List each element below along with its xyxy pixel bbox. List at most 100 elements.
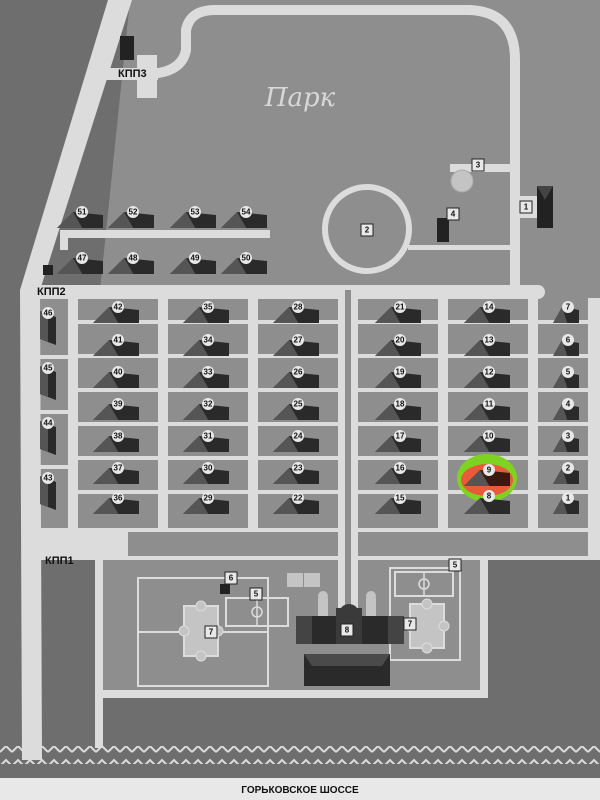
plot-47[interactable]: 47 — [57, 252, 103, 274]
plot-2[interactable]: 2 — [553, 462, 579, 484]
facility-number: 7 — [209, 628, 214, 637]
plot-7[interactable]: 7 — [553, 301, 579, 323]
plot-36[interactable]: 36 — [93, 492, 139, 514]
plot-42[interactable]: 42 — [93, 301, 139, 323]
plot-44[interactable]: 44 — [40, 417, 56, 455]
plot-14[interactable]: 14 — [464, 301, 510, 323]
plot-30[interactable]: 30 — [183, 462, 229, 484]
plot-33[interactable]: 33 — [183, 366, 229, 388]
plot-number: 17 — [396, 432, 405, 441]
plot-number: 29 — [204, 494, 213, 503]
plot-number: 33 — [204, 368, 213, 377]
kpp3-booth — [120, 36, 134, 60]
plot-number: 42 — [114, 303, 123, 312]
plot-37[interactable]: 37 — [93, 462, 139, 484]
plot-number: 47 — [78, 254, 87, 263]
kpp3-gate-area — [137, 55, 157, 98]
plot-48[interactable]: 48 — [108, 252, 154, 274]
plot-number-badge — [189, 206, 201, 218]
plot-number: 30 — [204, 464, 213, 473]
plot-number: 22 — [294, 494, 303, 503]
plot-26[interactable]: 26 — [273, 366, 319, 388]
plot-8[interactable]: 8 — [464, 490, 510, 514]
plot-10[interactable]: 10 — [464, 430, 510, 452]
plot-32[interactable]: 32 — [183, 398, 229, 420]
plot-24[interactable]: 24 — [273, 430, 319, 452]
plot-number: 6 — [566, 336, 571, 345]
plot-17[interactable]: 17 — [375, 430, 421, 452]
plot-45[interactable]: 45 — [40, 362, 56, 400]
plot-15[interactable]: 15 — [375, 492, 421, 514]
plot-number-badge — [112, 462, 124, 474]
facility-6-label: 6 — [224, 571, 238, 585]
plot-number: 52 — [129, 208, 138, 217]
facility-4-building — [437, 218, 449, 242]
road-network — [20, 0, 600, 760]
facility-1-label: 1 — [519, 200, 533, 214]
plot-4[interactable]: 4 — [553, 398, 579, 420]
plot-50[interactable]: 50 — [221, 252, 267, 274]
plot-number-badge — [292, 492, 304, 504]
plot-3[interactable]: 3 — [553, 430, 579, 452]
plot-49[interactable]: 49 — [170, 252, 216, 274]
plot-number: 54 — [242, 208, 251, 217]
plot-number-badge — [112, 301, 124, 313]
plot-25[interactable]: 25 — [273, 398, 319, 420]
plot-number-badge — [112, 366, 124, 378]
plot-22[interactable]: 22 — [273, 492, 319, 514]
plot-number-badge — [202, 430, 214, 442]
plot-18[interactable]: 18 — [375, 398, 421, 420]
plot-35[interactable]: 35 — [183, 301, 229, 323]
plot-16[interactable]: 16 — [375, 462, 421, 484]
plot-number: 13 — [485, 336, 494, 345]
plot-number: 25 — [294, 400, 303, 409]
plot-number: 51 — [78, 208, 87, 217]
plot-39[interactable]: 39 — [93, 398, 139, 420]
plot-number-badge — [562, 462, 574, 474]
plot-13[interactable]: 13 — [464, 334, 510, 356]
plot-52[interactable]: 52 — [108, 206, 154, 228]
plot-11[interactable]: 11 — [464, 398, 510, 420]
plot-19[interactable]: 19 — [375, 366, 421, 388]
plot-29[interactable]: 29 — [183, 492, 229, 514]
plot-9[interactable]: 9 — [464, 464, 510, 486]
plot-number-badge — [127, 206, 139, 218]
plot-38[interactable]: 38 — [93, 430, 139, 452]
plot-12[interactable]: 12 — [464, 366, 510, 388]
facility-8-label: 8 — [340, 623, 354, 637]
plot-27[interactable]: 27 — [273, 334, 319, 356]
plot-1[interactable]: 1 — [553, 492, 579, 514]
plot-number: 1 — [566, 494, 571, 503]
plot-number: 43 — [44, 474, 53, 483]
plot-41[interactable]: 41 — [93, 334, 139, 356]
plot-23[interactable]: 23 — [273, 462, 319, 484]
plot-43[interactable]: 43 — [40, 472, 56, 510]
plot-40[interactable]: 40 — [93, 366, 139, 388]
plot-28[interactable]: 28 — [273, 301, 319, 323]
plot-number: 10 — [485, 432, 494, 441]
plot-number-badge — [76, 252, 88, 264]
plot-20[interactable]: 20 — [375, 334, 421, 356]
plot-number-badge — [202, 398, 214, 410]
plot-number: 31 — [204, 432, 213, 441]
facility-1-building — [537, 186, 553, 228]
park-label: Парк — [264, 83, 336, 113]
plot-number-badge — [483, 464, 495, 476]
plot-53[interactable]: 53 — [170, 206, 216, 228]
plot-number-badge — [127, 252, 139, 264]
plot-5[interactable]: 5 — [553, 366, 579, 388]
plot-number: 48 — [129, 254, 138, 263]
plot-number: 45 — [44, 364, 53, 373]
plot-21[interactable]: 21 — [375, 301, 421, 323]
plot-46[interactable]: 46 — [40, 307, 56, 345]
plot-6[interactable]: 6 — [553, 334, 579, 356]
park-loop-road — [149, 5, 520, 290]
plot-number: 18 — [396, 400, 405, 409]
plot-34[interactable]: 34 — [183, 334, 229, 356]
kpp2-label: КПП2 — [37, 286, 66, 298]
facility-number: 2 — [365, 226, 370, 235]
plot-31[interactable]: 31 — [183, 430, 229, 452]
plot-54[interactable]: 54 — [221, 206, 267, 228]
plot-number: 24 — [294, 432, 303, 441]
plot-51[interactable]: 51 — [57, 206, 103, 228]
